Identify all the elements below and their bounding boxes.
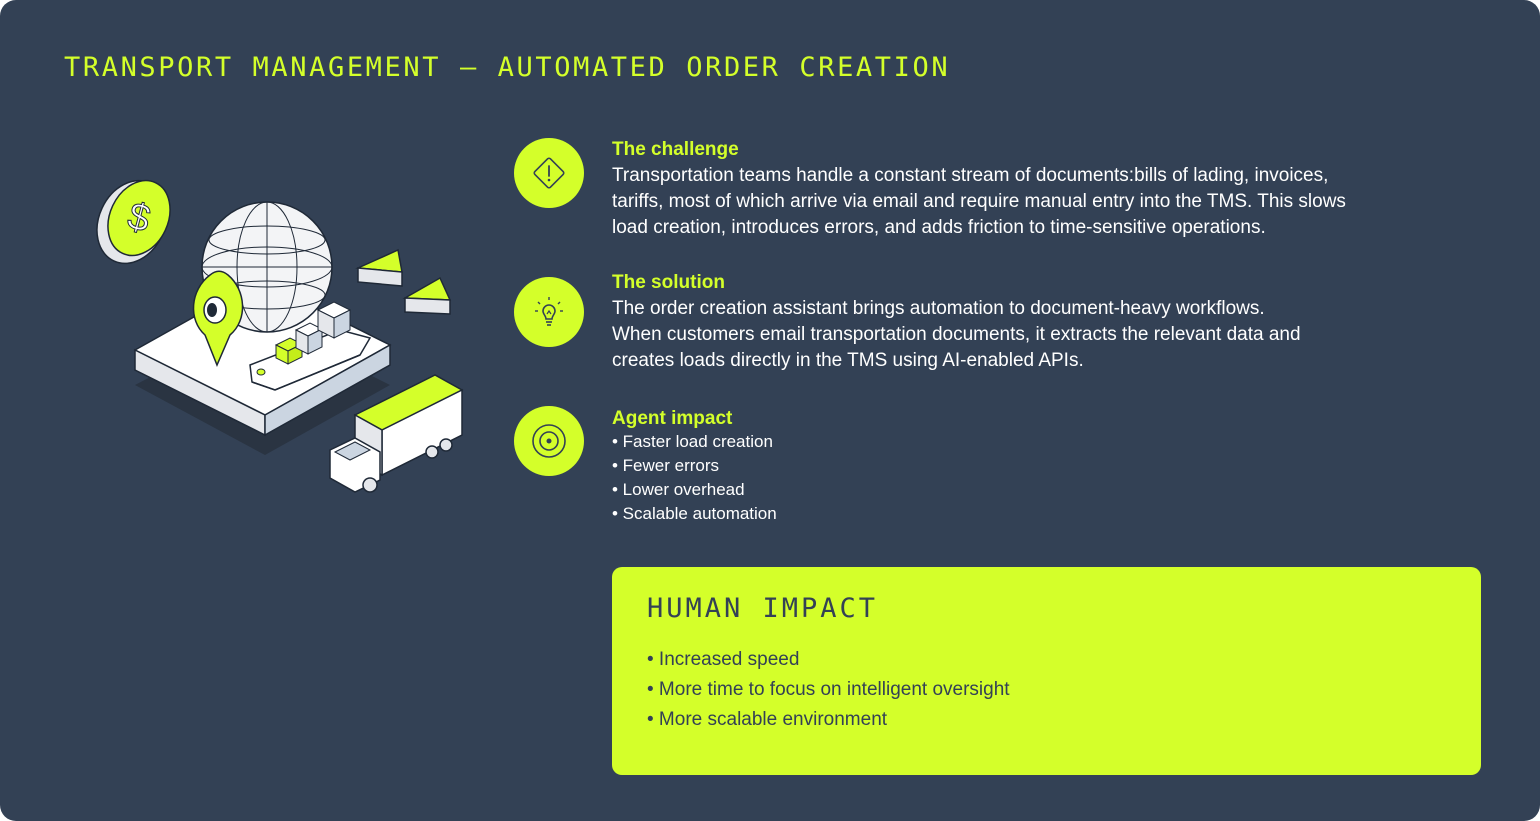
dollar-coin-icon: $ [96, 179, 171, 265]
solution-line: The order creation assistant brings auto… [612, 298, 1265, 319]
challenge-line: tariffs, most of which arrive via email … [612, 191, 1346, 212]
agent-impact-section: Agent impact • Faster load creation • Fe… [612, 408, 1412, 526]
warning-diamond-icon [533, 157, 565, 189]
location-pin-icon [192, 270, 244, 367]
challenge-section: The challenge Transportation teams handl… [612, 139, 1412, 241]
list-item: • More scalable environment [647, 709, 888, 730]
logistics-illustration: $ [96, 179, 464, 493]
solution-line: When customers email transportation docu… [612, 324, 1301, 345]
ship-icon [249, 301, 372, 391]
solution-line: creates loads directly in the TMS using … [612, 350, 1084, 371]
challenge-badge [514, 138, 584, 208]
target-icon [532, 424, 566, 458]
list-item: • Fewer errors [612, 456, 720, 475]
challenge-line: load creation, introduces errors, and ad… [612, 217, 1266, 238]
triangle-shapes [355, 248, 452, 315]
solution-section: The solution The order creation assistan… [612, 272, 1412, 374]
challenge-text: Transportation teams handle a constant s… [612, 163, 1412, 241]
human-impact-heading: HUMAN IMPACT [647, 593, 879, 624]
lightbulb-icon [535, 297, 563, 326]
list-item: • More time to focus on intelligent over… [647, 679, 1010, 700]
human-impact-box: HUMAN IMPACT • Increased speed • More ti… [612, 567, 1481, 775]
agent-impact-heading: Agent impact [612, 408, 733, 429]
human-impact-list: • Increased speed • More time to focus o… [647, 645, 1010, 735]
list-item: • Lower overhead [612, 480, 745, 499]
challenge-heading: The challenge [612, 139, 739, 160]
solution-text: The order creation assistant brings auto… [612, 296, 1412, 374]
agent-impact-badge [514, 406, 584, 476]
list-item: • Scalable automation [612, 504, 777, 523]
solution-badge [514, 277, 584, 347]
list-item: • Increased speed [647, 649, 800, 670]
truck-icon [329, 374, 464, 493]
challenge-line: Transportation teams handle a constant s… [612, 165, 1329, 186]
page-title: TRANSPORT MANAGEMENT — AUTOMATED ORDER C… [64, 52, 951, 83]
list-item: • Faster load creation [612, 432, 773, 451]
agent-impact-list: • Faster load creation • Fewer errors • … [612, 430, 1412, 526]
solution-heading: The solution [612, 272, 725, 293]
